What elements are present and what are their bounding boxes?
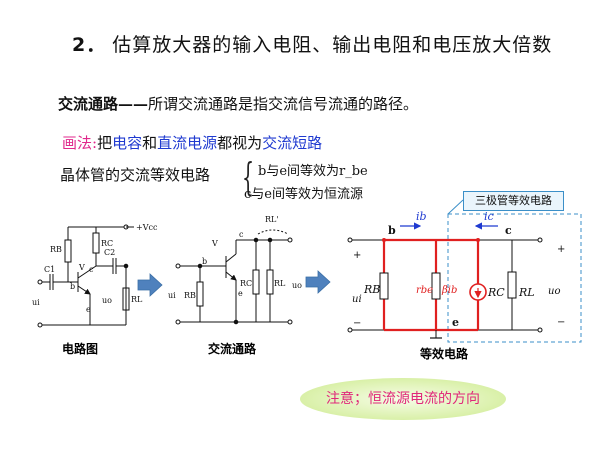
- f3-ic: ic: [484, 210, 494, 223]
- f1-ui: ui: [32, 298, 40, 307]
- page-title: 2．估算放大器的输入电阻、输出电阻和电压放大倍数: [72, 30, 552, 57]
- figure-equivalent-circuit: [347, 222, 543, 339]
- method-capacitor: 电容: [112, 134, 143, 152]
- ac-path-term: 交流通路——: [58, 95, 149, 113]
- f3-plus-right: +: [557, 244, 565, 255]
- f3-rc: RC: [487, 286, 505, 299]
- arrow-right-icon-2: [305, 270, 331, 294]
- f2-rl: RL: [274, 279, 286, 288]
- method-dc-source: 直流电源: [157, 134, 218, 152]
- f1-rc: RC: [101, 239, 113, 248]
- method-ac-short: 交流短路: [262, 134, 323, 152]
- figure-original-labels: +Vcc RB RC C1 C2 V RL ui uo b c e: [32, 223, 158, 314]
- transistor-equiv-label: 晶体管的交流等效电路: [60, 166, 211, 184]
- figure-equiv-labels: b c e ib ic ui uo RB rbe βib RC RL + − +…: [352, 210, 565, 329]
- f1-rb: RB: [50, 245, 62, 254]
- direction-note: 注意；恒流源电流的方向: [300, 378, 506, 420]
- f2-uo: uo: [292, 281, 302, 290]
- equiv-bullet-1: b与e间等效为r_be: [258, 164, 368, 179]
- callout-pointer: [447, 199, 464, 215]
- f3-rbe: rbe: [416, 285, 433, 296]
- f2-rc: RC: [240, 279, 252, 288]
- f1-uo: uo: [102, 296, 112, 305]
- f1-rl: RL: [131, 295, 143, 304]
- f3-plus-left: +: [353, 250, 361, 261]
- title-number: 2．: [72, 34, 107, 56]
- f2-ui: ui: [168, 291, 176, 300]
- f2-v: V: [211, 239, 218, 248]
- f1-c1: C1: [44, 265, 55, 274]
- f2-e: e: [238, 289, 243, 298]
- f1-c2: C2: [104, 248, 115, 257]
- method-line: 画法:把电容和直流电源都视为交流短路: [62, 132, 322, 153]
- arrow-right-icon: [137, 273, 163, 297]
- f2-rb: RB: [184, 291, 196, 300]
- f3-beta-ib: βib: [441, 285, 457, 296]
- figure-ac-path: [175, 229, 293, 325]
- f3-ib: ib: [416, 210, 427, 223]
- method-label: 画法:: [62, 134, 98, 152]
- f3-rb: RB: [363, 283, 380, 296]
- f2-c: c: [239, 230, 244, 239]
- brace-icon: {: [242, 155, 255, 199]
- f3-minus-right: −: [557, 317, 565, 328]
- f1-vcc: +Vcc: [136, 223, 158, 232]
- equiv-bullet-2: c与e间等效为恒流源: [244, 187, 363, 202]
- figure-original-circuit: [37, 224, 134, 328]
- title-text: 估算放大器的输入电阻、输出电阻和电压放大倍数: [112, 34, 553, 56]
- equiv-circuit-callout: 三极管等效电路: [463, 191, 564, 211]
- f1-e: e: [86, 305, 91, 314]
- caption-circuit: 电路图: [62, 341, 98, 356]
- method-p3: 都视为: [217, 134, 263, 152]
- f3-c: c: [505, 224, 512, 237]
- f1-v: V: [78, 263, 85, 272]
- f2-rl-top: RL': [265, 215, 279, 224]
- callout-dashed-box: [447, 213, 582, 343]
- f1-b: b: [70, 282, 75, 291]
- caption-ac-path: 交流通路: [208, 341, 257, 356]
- f3-ui: ui: [352, 294, 362, 305]
- f3-e: e: [452, 316, 459, 329]
- f3-b: b: [388, 224, 396, 237]
- method-p2: 和: [142, 134, 158, 152]
- ac-path-definition: 交流通路——所谓交流通路是指交流信号流通的路径。: [58, 93, 418, 114]
- figure-ac-labels: V c b e RL' RB RC RL ui uo: [168, 215, 302, 300]
- caption-equiv: 等效电路: [419, 346, 469, 361]
- f3-minus-left: −: [353, 318, 361, 329]
- f3-uo: uo: [548, 286, 560, 297]
- ac-path-text: 所谓交流通路是指交流信号流通的路径。: [148, 95, 419, 113]
- f3-rl: RL: [518, 286, 535, 299]
- f2-b: b: [202, 257, 207, 266]
- f1-c: c: [89, 265, 94, 274]
- method-p1: 把: [97, 134, 113, 152]
